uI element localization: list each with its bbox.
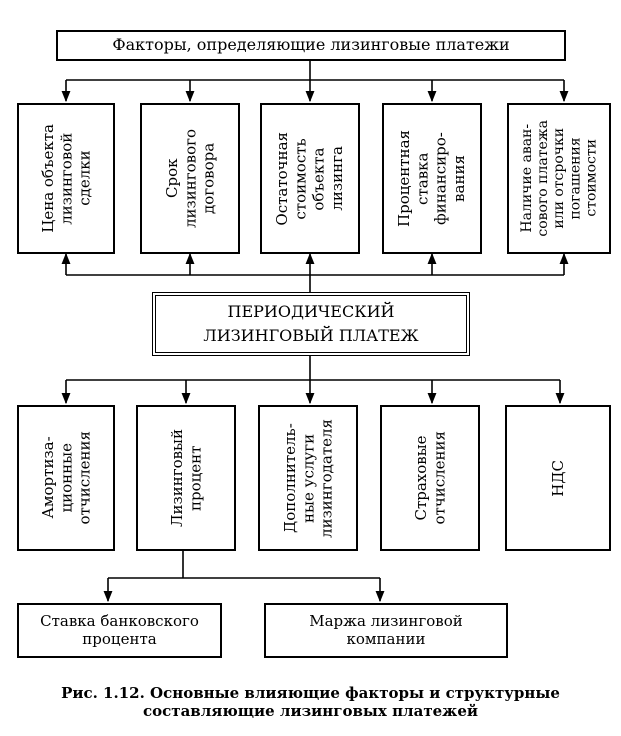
factor-box-rate: Процентная ставка финансиро- вания (382, 103, 482, 254)
caption-line1: Рис. 1.12. Основные влияющие факторы и с… (61, 684, 560, 702)
component-box-additional-services: Дополнитель- ные услуги лизингодателя (258, 405, 358, 551)
factor-box-term: Срок лизингового договора (140, 103, 240, 254)
factor-label: Остаточная стоимость объекта лизинга (273, 131, 347, 226)
component-label: Лизинговый процент (167, 429, 204, 527)
factor-label: Цена объекта лизинговой сделки (38, 124, 94, 233)
bank-rate-label: Ставка банковского процента (40, 612, 199, 648)
periodic-payment-line1: ПЕРИОДИЧЕСКИЙ (227, 302, 395, 322)
figure-caption: Рис. 1.12. Основные влияющие факторы и с… (0, 684, 621, 720)
periodic-payment-line2: ЛИЗИНГОВЫЙ ПЛАТЕЖ (203, 325, 419, 345)
caption-line2: составляющие лизинговых платежей (143, 702, 478, 720)
factors-title-box: Факторы, определяющие лизинговые платежи (56, 30, 566, 61)
component-label: Амортиза- ционные отчисления (38, 431, 94, 525)
component-label: НДС (548, 459, 567, 497)
component-label: Страховые отчисления (411, 431, 448, 525)
factor-label: Процентная ставка финансиро- вания (395, 130, 469, 227)
component-label: Дополнитель- ные услуги лизингодателя (280, 418, 336, 538)
margin-label: Маржа лизинговой компании (309, 612, 463, 648)
factor-label: Наличие аван- сового платежа или отсрочк… (518, 120, 600, 237)
periodic-payment-box: ПЕРИОДИЧЕСКИЙ ЛИЗИНГОВЫЙ ПЛАТЕЖ (152, 292, 470, 356)
factor-box-residual: Остаточная стоимость объекта лизинга (260, 103, 360, 254)
component-box-insurance: Страховые отчисления (380, 405, 480, 551)
component-box-leasing-percent: Лизинговый процент (136, 405, 236, 551)
margin-box: Маржа лизинговой компании (264, 603, 508, 658)
factor-box-price: Цена объекта лизинговой сделки (17, 103, 115, 254)
factor-box-advance: Наличие аван- сового платежа или отсрочк… (507, 103, 611, 254)
bank-rate-box: Ставка банковского процента (17, 603, 222, 658)
component-box-depreciation: Амортиза- ционные отчисления (17, 405, 115, 551)
component-box-vat: НДС (505, 405, 611, 551)
factors-title: Факторы, определяющие лизинговые платежи (112, 35, 510, 55)
factor-label: Срок лизингового договора (162, 129, 218, 228)
